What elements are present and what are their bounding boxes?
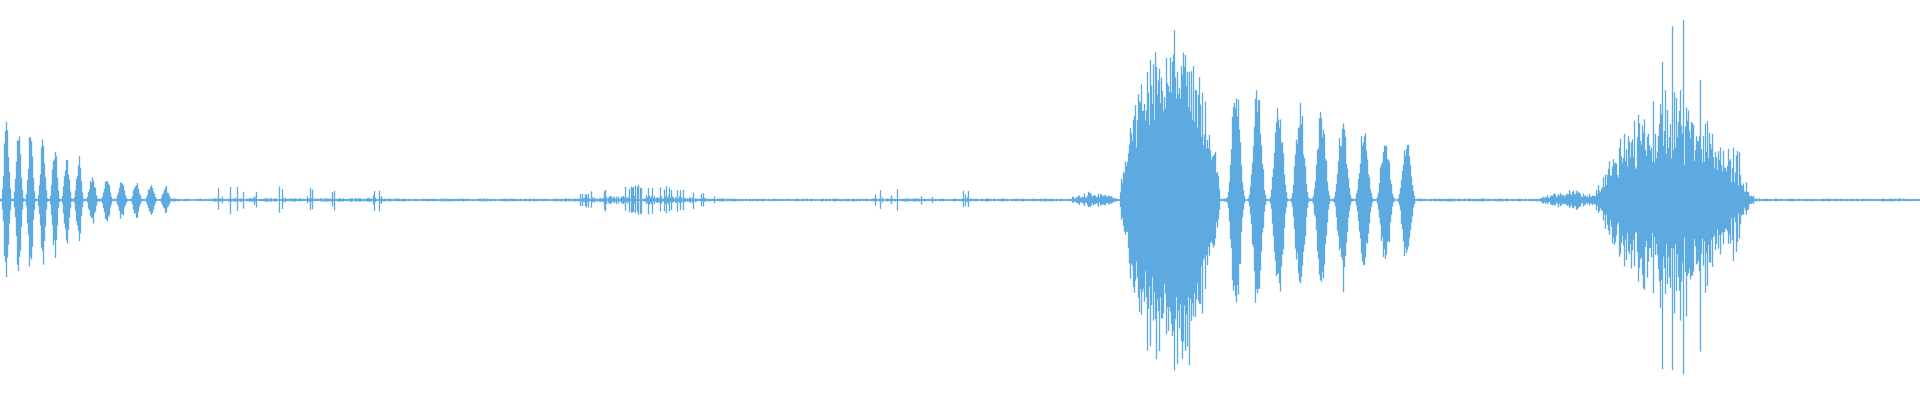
waveform-samples (0, 19, 1920, 375)
